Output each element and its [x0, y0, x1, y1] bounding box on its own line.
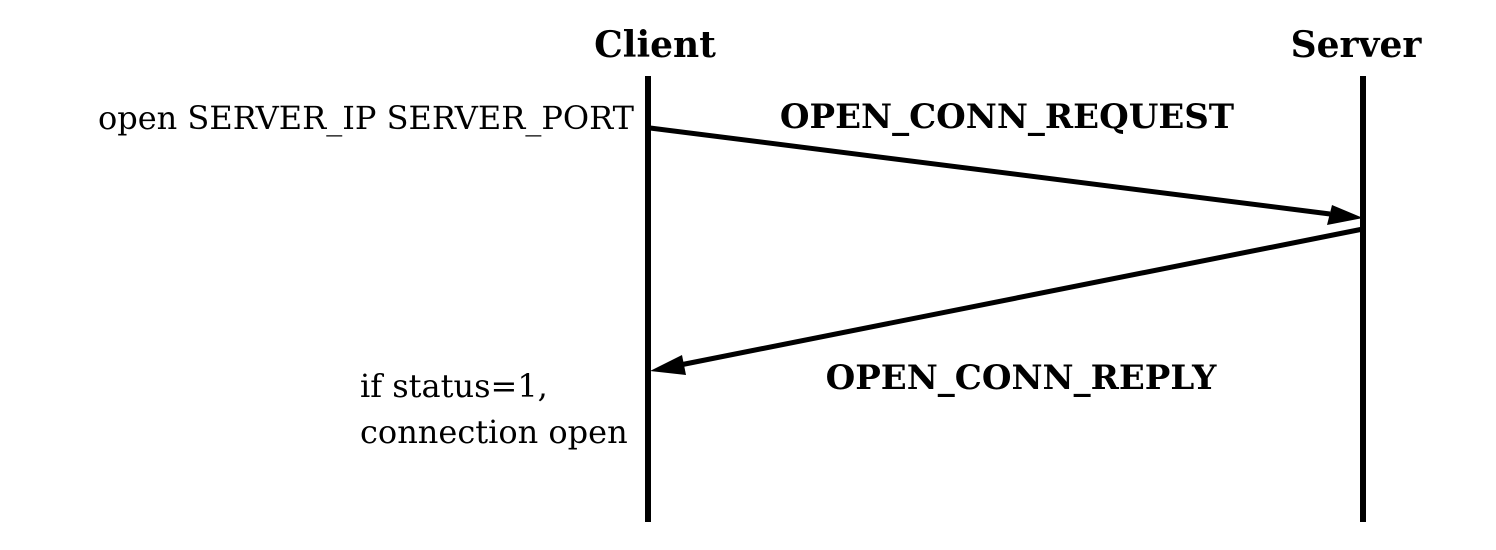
server-actor-label: Server [1291, 24, 1423, 66]
request-arrow [649, 125, 1331, 217]
request-message-label: OPEN_CONN_REQUEST [780, 97, 1234, 137]
request-arrowhead [1327, 205, 1363, 225]
reply-arrowhead [650, 355, 686, 375]
client-command-note: open SERVER_IP SERVER_PORT [98, 99, 635, 137]
reply-arrow [679, 226, 1364, 368]
reply-message-label: OPEN_CONN_REPLY [826, 358, 1217, 398]
client-actor-label: Client [594, 24, 716, 66]
client-result-note-line1: if status=1, [360, 367, 548, 405]
client-result-note-line2: connection open [360, 413, 628, 451]
